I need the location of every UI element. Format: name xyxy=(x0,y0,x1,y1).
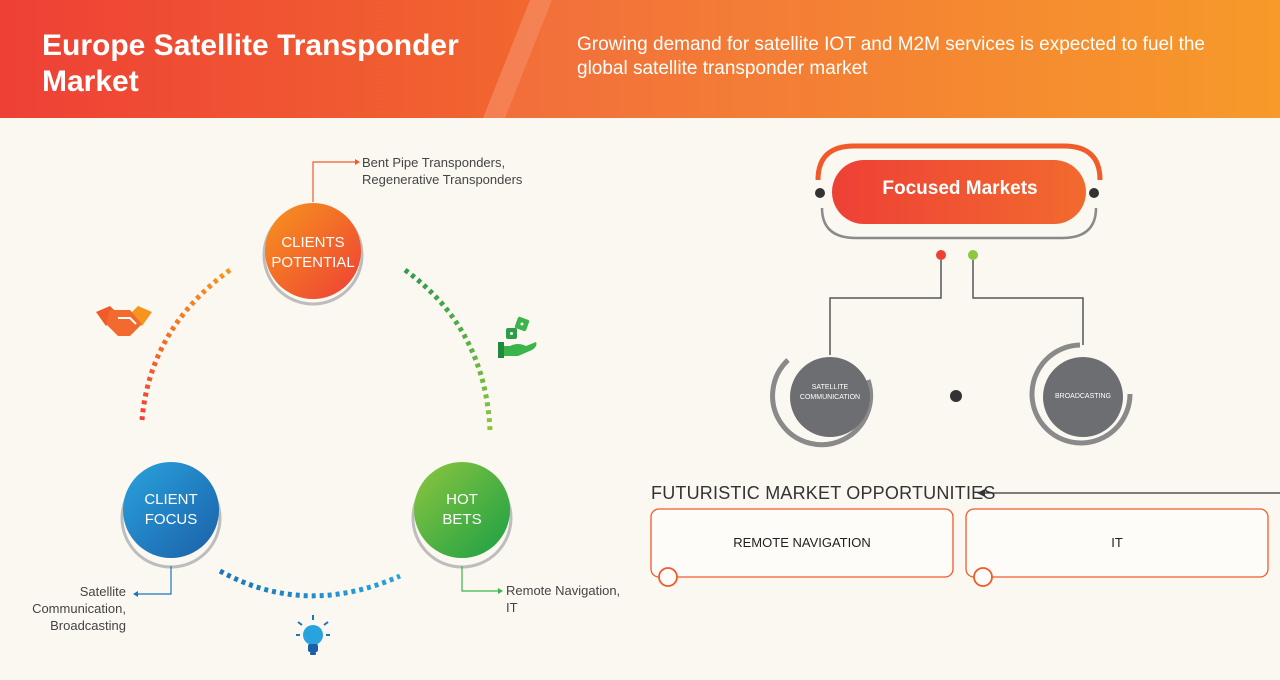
broadcasting-node xyxy=(1029,342,1133,446)
page-subtitle: Growing demand for satellite IOT and M2M… xyxy=(577,34,1206,79)
connector-broadcasting xyxy=(972,260,1084,345)
focused-markets-diagram xyxy=(650,143,1280,587)
hot-bets-connector xyxy=(461,566,498,592)
page-title: Europe Satellite Transponder Market xyxy=(42,29,459,98)
hot-bets-note: Remote Navigation,IT xyxy=(506,583,621,615)
focused-markets-pill xyxy=(832,160,1086,224)
clients-potential-connector xyxy=(312,161,355,202)
handshake-icon xyxy=(96,306,152,336)
clients-potential-note: Bent Pipe Transponders,Regenerative Tran… xyxy=(362,155,523,187)
arc-left xyxy=(139,267,232,421)
broadcasting-label: BROADCASTING xyxy=(1054,393,1111,400)
focused-markets-frame-top xyxy=(815,143,1103,181)
hand-dice-icon xyxy=(498,316,537,358)
it-label: IT xyxy=(1111,535,1123,550)
satellite-communication-label: SATELLITE COMMUNICATION xyxy=(799,384,861,401)
opportunity-box-remote-navigation xyxy=(650,508,954,578)
header-background xyxy=(0,0,1280,118)
client-focus-connector xyxy=(138,566,172,595)
focused-markets-frame-bottom xyxy=(820,207,1098,240)
clients-potential-node xyxy=(262,203,364,306)
arc-bottom xyxy=(218,568,402,599)
header-banner: Europe Satellite Transponder Market Grow… xyxy=(0,0,1280,118)
futuristic-title: FUTURISTIC MARKET OPPORTUNITIES xyxy=(651,483,996,503)
center-dot xyxy=(950,390,962,402)
lightbulb-icon xyxy=(296,615,330,655)
focused-markets-title: Focused Markets xyxy=(882,178,1038,199)
opportunity-box-it xyxy=(965,508,1269,578)
cycle-diagram xyxy=(96,159,537,655)
satellite-communication-node xyxy=(770,357,874,448)
remote-navigation-label: REMOTE NAVIGATION xyxy=(733,535,871,550)
connector-satellite xyxy=(829,260,942,355)
arc-right xyxy=(403,267,493,431)
